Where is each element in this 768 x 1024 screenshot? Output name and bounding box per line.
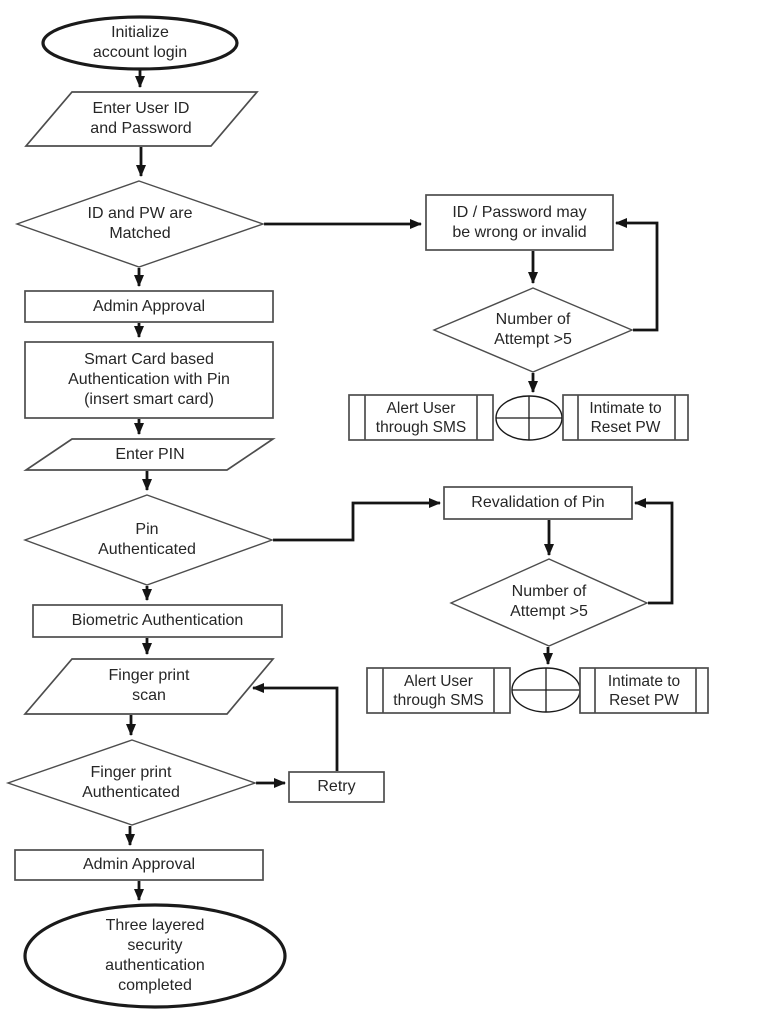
arrow-pin-decision-to-revalidation: [273, 498, 441, 542]
input-finger-scan-shape: [23, 658, 275, 715]
process-id-pw-wrong-shape: [425, 194, 614, 251]
arrow-retry-to-finger-scan: [252, 683, 339, 771]
terminator-end-shape: [23, 903, 287, 1009]
decision-pin-authenticated-shape: [22, 494, 275, 586]
decision-finger-authenticated-shape: [5, 739, 258, 826]
process-admin-approval-2-shape: [14, 849, 264, 881]
process-revalidation-pin-shape: [443, 486, 633, 520]
process-smart-card-shape: [24, 341, 274, 419]
terminator-start-shape: [41, 15, 239, 71]
predefined-alert-sms-2-shape: [366, 667, 511, 714]
decision-attempt1-shape: [432, 287, 634, 373]
decision-id-pw-matched-shape: [14, 180, 266, 268]
arrow-attempt2-loop-to-revalidation: [634, 498, 674, 605]
arrow-attempt1-loop-to-wrong-box: [615, 218, 659, 332]
predefined-intimate-reset-2-shape: [579, 667, 709, 714]
process-retry-shape: [288, 771, 385, 803]
decision-attempt2-shape: [449, 558, 649, 647]
input-enter-user-id-shape: [24, 91, 259, 147]
process-admin-approval-1-shape: [24, 290, 274, 323]
process-biometric-shape: [32, 604, 283, 638]
predefined-alert-sms-1-shape: [348, 394, 494, 441]
predefined-intimate-reset-1-shape: [562, 394, 689, 441]
input-enter-pin-shape: [23, 438, 276, 471]
